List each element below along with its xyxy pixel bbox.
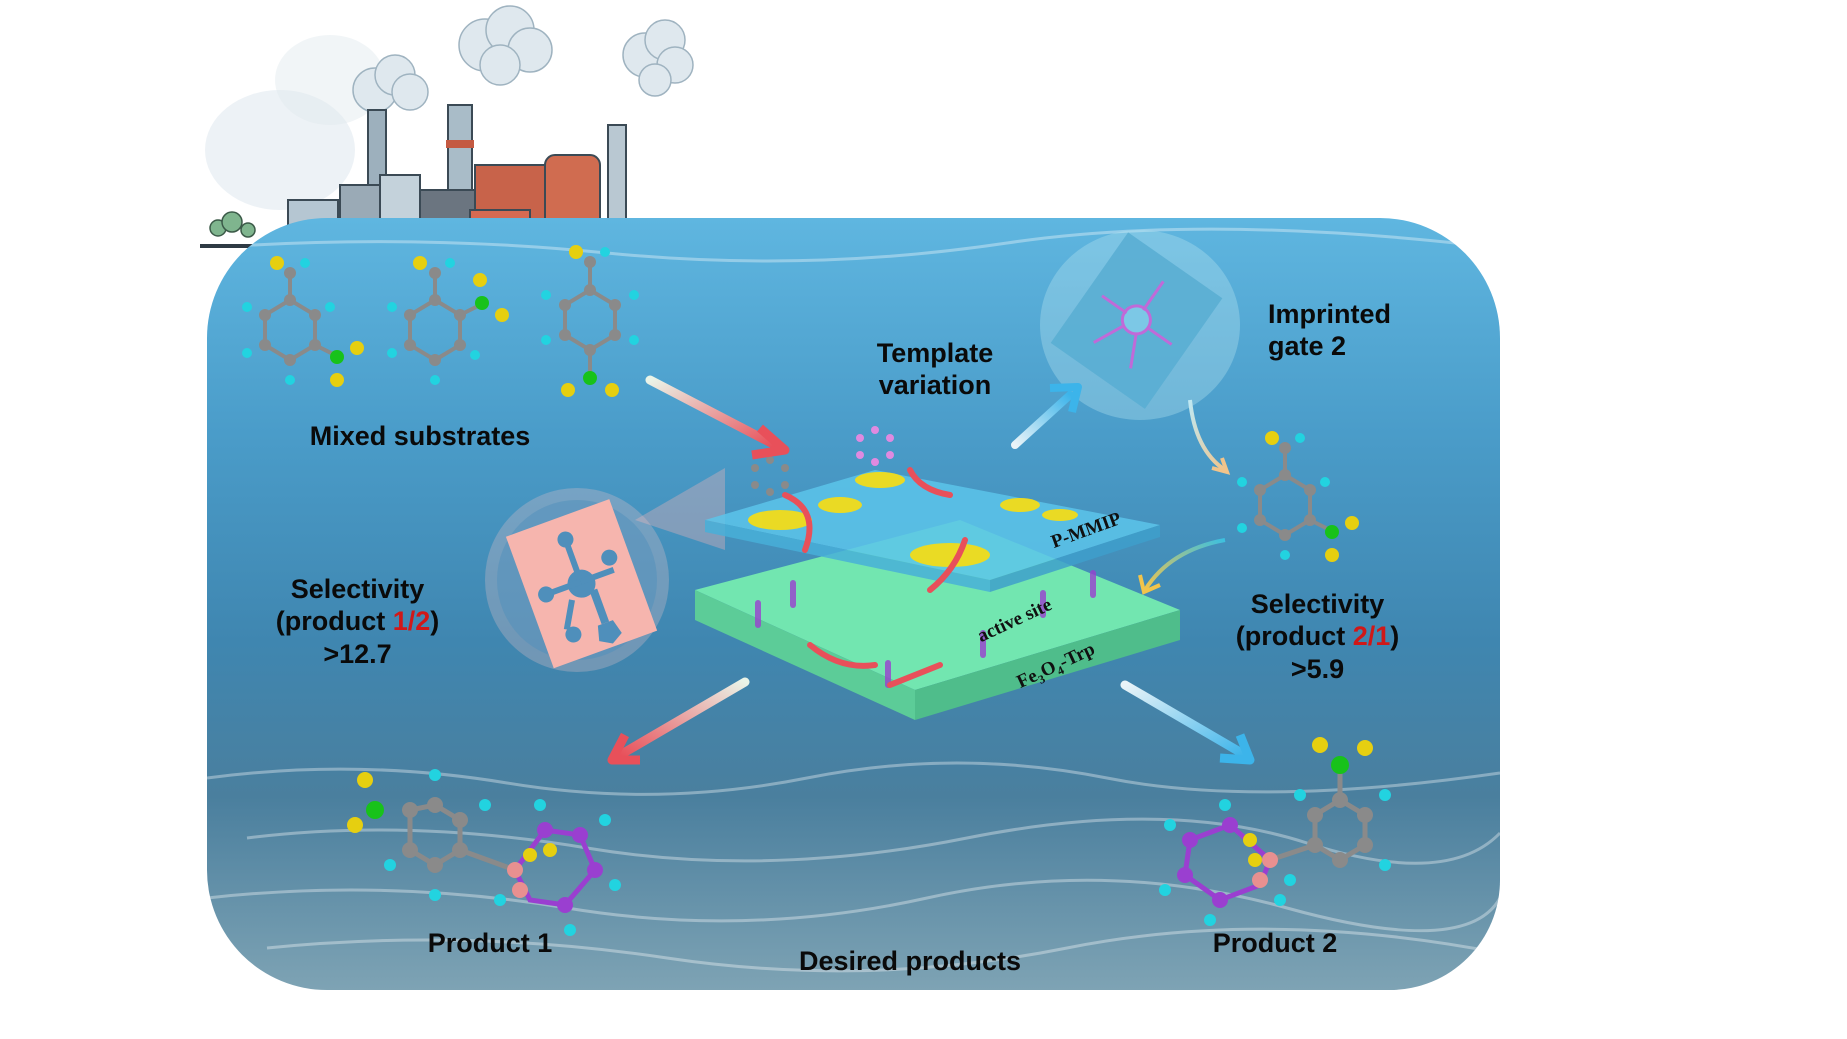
substrate-molecule-2 [387, 256, 509, 385]
label-selectivity-left: Selectivity (product 1/2) >12.7 [245, 573, 470, 670]
imprinted-gate-2-bubble [1040, 230, 1240, 420]
label-template-variation-line1: Template [876, 338, 994, 368]
imprinted-gate-1-bubble [485, 468, 725, 672]
label-imprinted-gate-line2: gate 2 [1268, 331, 1347, 362]
selectivity-left-title: Selectivity [290, 574, 425, 604]
arrow-substrate-to-layer [1138, 538, 1226, 595]
arrow-layer-to-product-1 [607, 677, 750, 765]
selectivity-right-ratio: 2/1 [1352, 621, 1391, 652]
label-product-1: Product 1 [427, 928, 553, 958]
fe3o4-trp-layer-side [915, 610, 1180, 720]
label-product-2: Product 2 [1212, 928, 1338, 958]
label-selectivity-right: Selectivity (product 2/1) >5.9 [1205, 588, 1430, 685]
product-2-molecule [1159, 737, 1391, 926]
label-template-variation: Template variation [845, 337, 1025, 402]
p-mmip-layer-front [705, 520, 990, 592]
selectivity-left-prefix: (product [275, 606, 393, 637]
p-mmip-layer-side [990, 525, 1160, 592]
selectivity-right-suffix: ) [1390, 621, 1400, 652]
label-template-variation-line2: variation [878, 370, 992, 401]
arrow-gate-2-to-substrate [1188, 399, 1231, 475]
selectivity-left-ratio: 1/2 [392, 606, 431, 637]
product-1-molecule [347, 769, 621, 936]
water-ripples [207, 227, 1500, 973]
arrow-substrates-to-layer [645, 375, 790, 460]
substrate-molecule-1 [242, 256, 364, 387]
selectivity-right-title: Selectivity [1250, 589, 1385, 619]
label-imprinted-gate-line1: Imprinted [1268, 299, 1392, 329]
arrow-layer-to-gate-2 [1011, 383, 1082, 449]
label-imprinted-gate-2: Imprinted gate 2 [1268, 298, 1428, 363]
p-mmip-layer-top [705, 470, 1160, 580]
selectivity-right-ratio-line: (product 2/1) [1205, 620, 1430, 652]
arrow-layer-to-product-2 [1120, 680, 1255, 765]
selectivity-right-value: >5.9 [1290, 653, 1345, 684]
selectivity-left-suffix: ) [430, 606, 440, 637]
label-desired-products: Desired products [798, 946, 1022, 976]
gate-2-substrate-molecule [1237, 431, 1359, 562]
selectivity-left-ratio-line: (product 1/2) [245, 605, 470, 637]
fe3o4-trp-layer-front [695, 590, 915, 720]
selectivity-right-prefix: (product [1235, 621, 1353, 652]
selectivity-left-value: >12.7 [323, 638, 392, 669]
substrate-molecule-3 [541, 245, 639, 397]
catalyst-layers [695, 426, 1180, 720]
label-mixed-substrates: Mixed substrates [309, 421, 531, 451]
